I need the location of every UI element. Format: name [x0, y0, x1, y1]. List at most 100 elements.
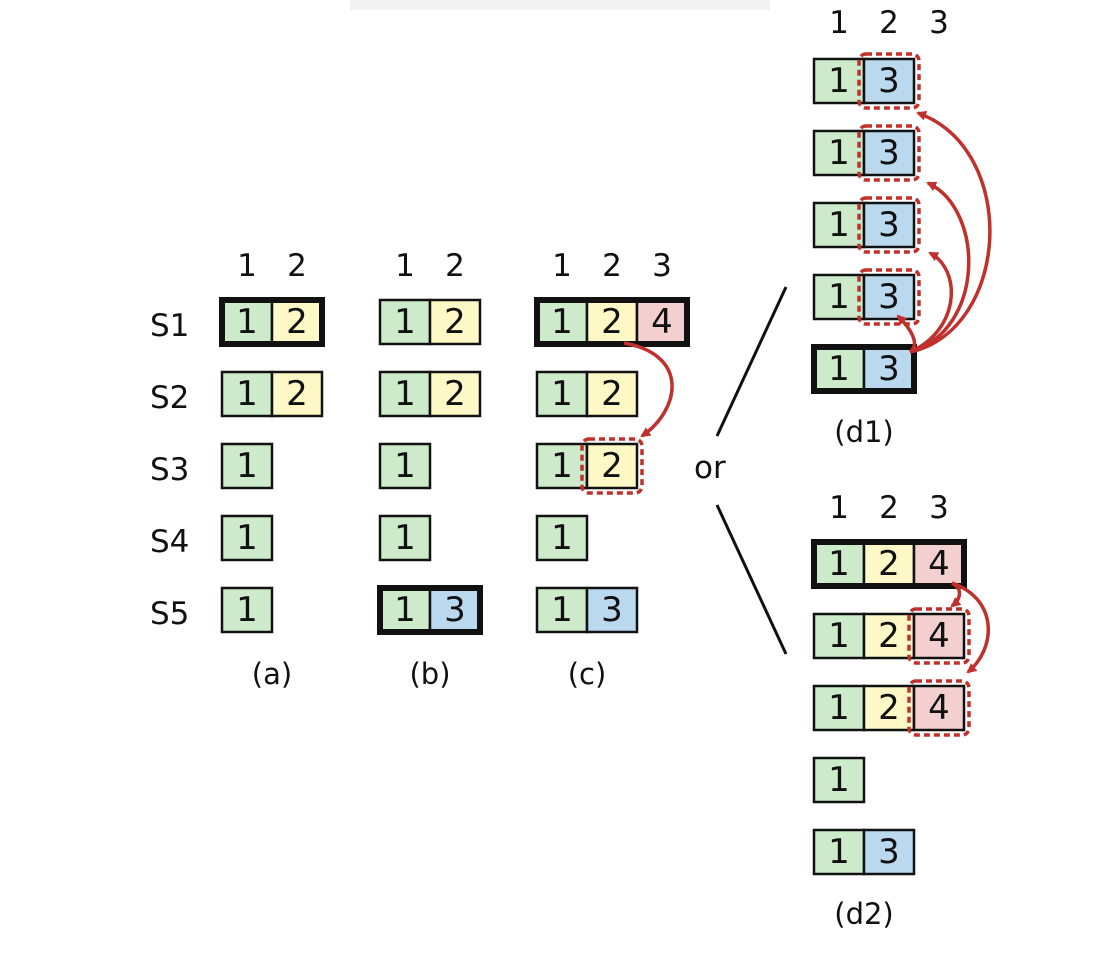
replicated-entry-highlight [857, 52, 921, 110]
divider-line-upper [715, 286, 788, 437]
arrow-c-s1-to-s3 [623, 341, 674, 438]
log-entry-term: 3 [601, 590, 623, 630]
log-entry-term: 1 [551, 302, 573, 342]
server-label-s1: S1 [150, 308, 189, 344]
log-entry-term: 4 [651, 302, 673, 342]
log-entry-term: 2 [601, 446, 623, 486]
index-label: 3 [929, 490, 949, 526]
index-label: 2 [879, 5, 899, 41]
log-entry-cell [428, 298, 482, 346]
replicated-entry-highlight [580, 437, 644, 495]
log-entry-cell [378, 370, 432, 418]
log-entry-term: 2 [601, 374, 623, 414]
top-shadow [350, 0, 770, 10]
log-entry-cell [220, 514, 274, 562]
replicated-entry-highlight [857, 196, 921, 254]
log-entry-term: 1 [828, 133, 850, 173]
arrow-d1-s5-to-s3 [909, 251, 953, 354]
log-entry-term: 1 [236, 446, 258, 486]
log-entry-term: 1 [828, 544, 850, 584]
index-label: 1 [552, 248, 572, 284]
log-entry-term: 1 [828, 61, 850, 101]
index-label: 3 [929, 5, 949, 41]
log-entry-term: 1 [394, 518, 416, 558]
log-entry-term: 4 [928, 616, 950, 656]
log-entry-term: 2 [878, 544, 900, 584]
panel-caption-d1: (d1) [834, 415, 894, 449]
log-entry-term: 2 [286, 302, 308, 342]
log-row-s4: 1 [378, 514, 432, 562]
index-label: 2 [879, 490, 899, 526]
log-entry-cell [270, 370, 324, 418]
index-label: 1 [829, 5, 849, 41]
log-row-s3: 1 [220, 442, 274, 490]
log-entry-cell [585, 442, 639, 490]
replicated-entry-highlight [857, 268, 921, 326]
log-entry-term: 1 [828, 616, 850, 656]
log-entry-cell [862, 129, 916, 177]
log-entry-cell [862, 273, 916, 321]
log-entry-cell [220, 442, 274, 490]
log-entry-term: 1 [551, 446, 573, 486]
arrow-d2-s1-to-s3 [951, 581, 990, 674]
replicated-entry-highlight [857, 124, 921, 182]
arrow-d1-s5-to-s4 [896, 314, 917, 354]
log-entry-cell [220, 586, 274, 634]
log-entry-cell [862, 57, 916, 105]
or-label: or [694, 450, 726, 486]
log-entry-cell [535, 514, 589, 562]
leader-outline [811, 539, 967, 589]
log-entry-cell [812, 684, 866, 732]
index-label: 1 [237, 248, 257, 284]
log-entry-term: 1 [236, 590, 258, 630]
log-entry-term: 1 [394, 374, 416, 414]
server-label-s4: S4 [150, 524, 189, 560]
log-entry-term: 2 [878, 616, 900, 656]
log-row-s5: 1 [220, 586, 274, 634]
log-row-s4: 1 [220, 514, 274, 562]
index-label: 1 [829, 490, 849, 526]
log-entry-cell [585, 298, 639, 346]
index-label: 2 [445, 248, 465, 284]
log-entry-cell [812, 201, 866, 249]
log-entry-term: 1 [551, 518, 573, 558]
log-entry-term: 3 [878, 349, 900, 389]
log-row-s3: 1 [378, 442, 432, 490]
log-entry-term: 1 [551, 590, 573, 630]
log-entry-cell [812, 756, 866, 804]
log-entry-term: 3 [878, 205, 900, 245]
replication-arrows [623, 111, 992, 674]
log-entry-term: 2 [444, 374, 466, 414]
log-entry-cell [535, 442, 589, 490]
server-label-s5: S5 [150, 596, 189, 632]
log-entry-term: 1 [236, 374, 258, 414]
log-entry-cell [585, 370, 639, 418]
log-entry-term: 2 [601, 302, 623, 342]
panel-caption-d2: (d2) [834, 897, 894, 931]
panel-caption-c: (c) [568, 657, 607, 691]
log-entry-term: 3 [878, 133, 900, 173]
log-entry-cell [428, 370, 482, 418]
log-entry-cell [862, 828, 916, 876]
log-entry-term: 4 [928, 544, 950, 584]
log-entry-term: 1 [394, 446, 416, 486]
log-entry-cell [862, 201, 916, 249]
log-entry-term: 1 [828, 205, 850, 245]
log-entry-term: 3 [444, 590, 466, 630]
